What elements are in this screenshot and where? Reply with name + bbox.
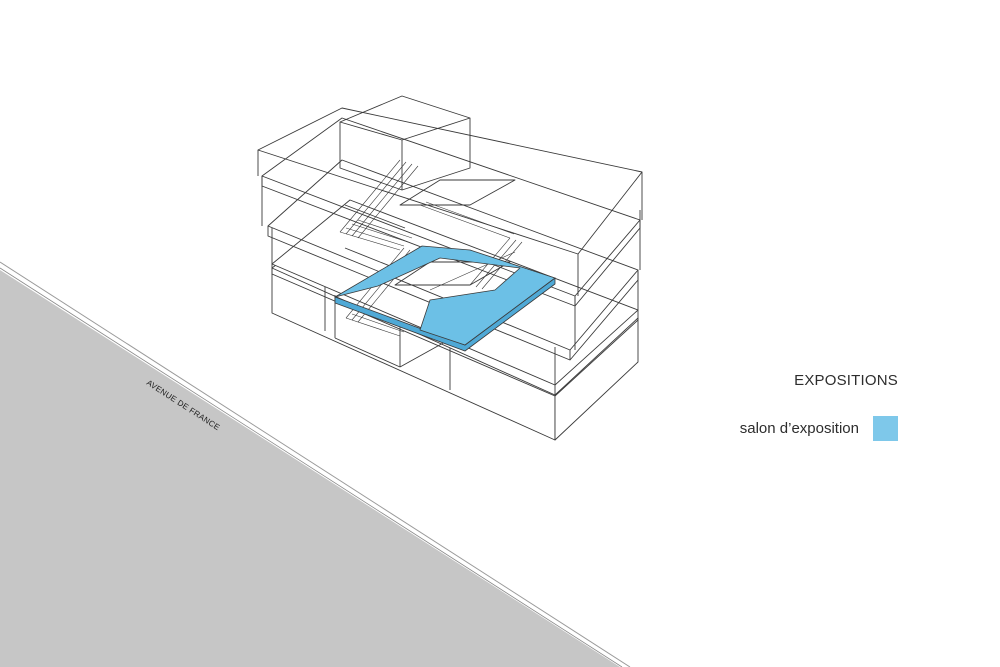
- legend-color-swatch: [873, 416, 898, 441]
- exhibition-floor-highlight: [334, 245, 556, 352]
- avenue-de-france-street: [0, 270, 620, 667]
- street-edge-line: [0, 261, 631, 667]
- roof: [257, 107, 643, 296]
- legend-item-salon-exposition: salon d’exposition: [740, 416, 898, 441]
- legend-item-label: salon d’exposition: [739, 420, 859, 437]
- exhibition-floor-slab: [334, 245, 556, 346]
- street-edge-line-inner: [0, 267, 623, 667]
- legend-title: EXPOSITIONS: [794, 372, 898, 389]
- building-wireframe: [257, 95, 643, 441]
- stair-tower: [339, 95, 471, 191]
